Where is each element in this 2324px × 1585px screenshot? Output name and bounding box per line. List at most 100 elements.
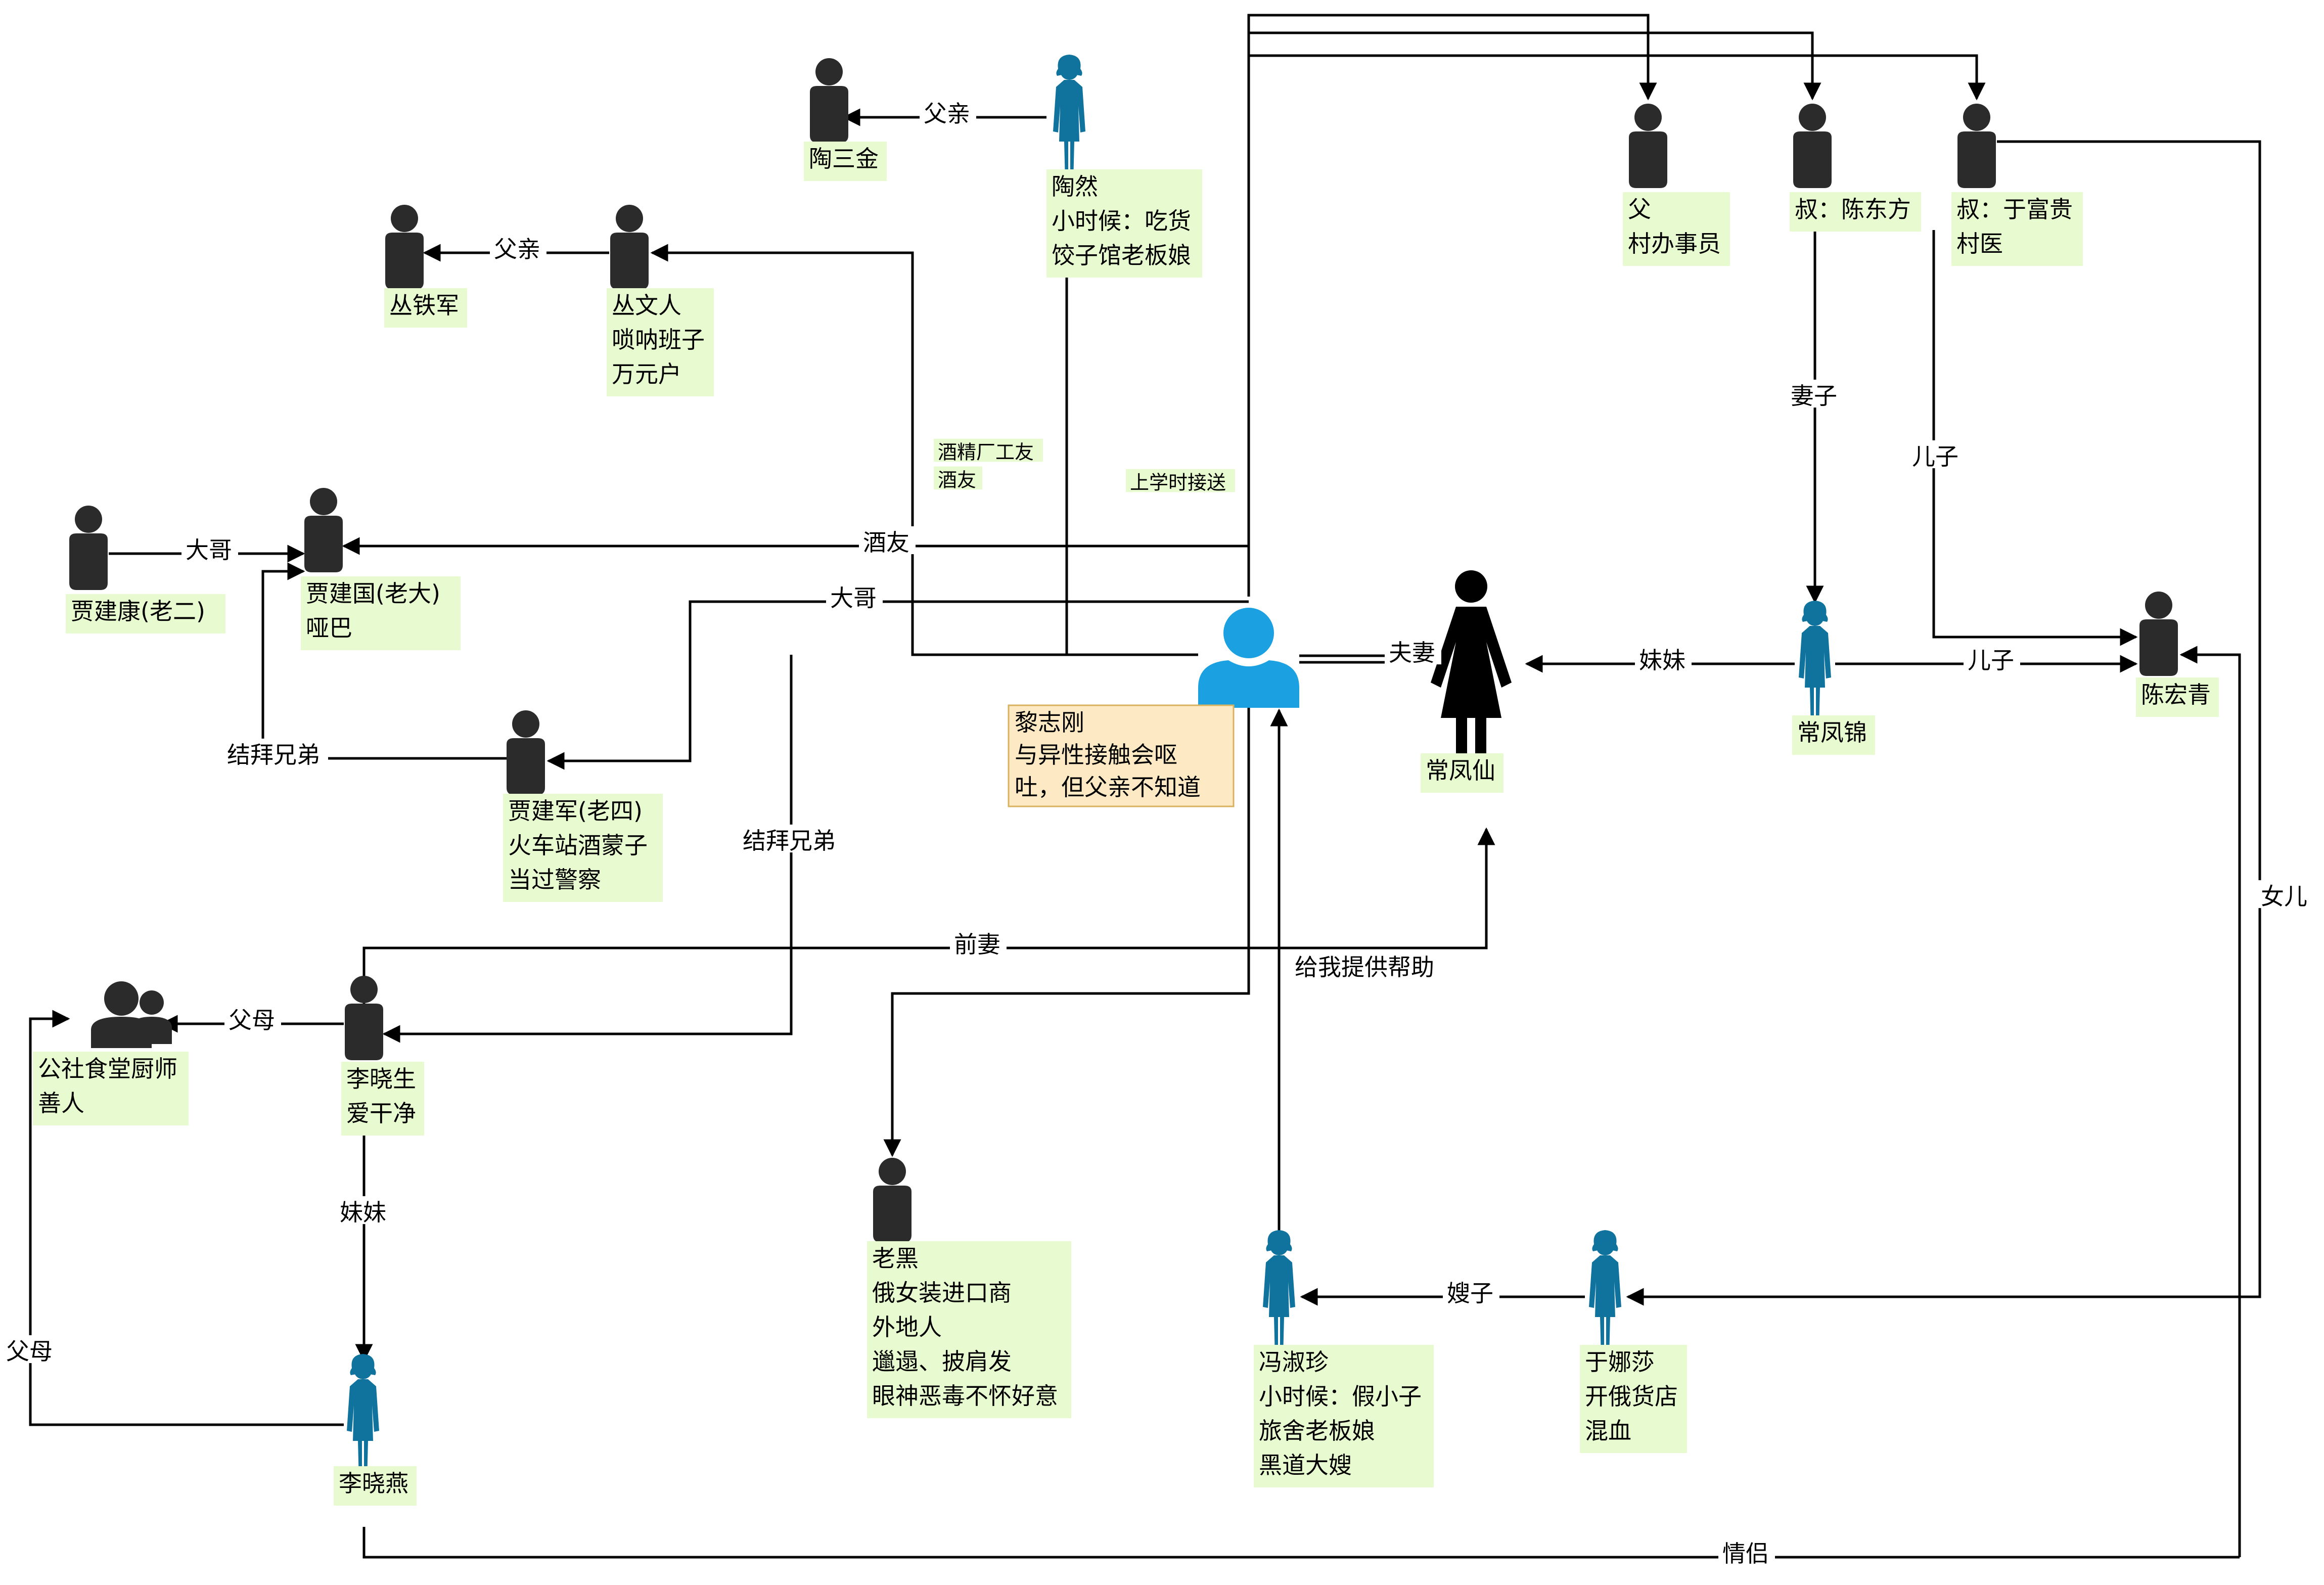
node-taosanjin[interactable]: 陶三金 bbox=[804, 58, 887, 181]
woman-icon bbox=[1053, 55, 1085, 182]
jiajianjun-caption-line: 火车站酒蒙子 bbox=[508, 832, 648, 859]
yunasha-caption-line: 于娜莎 bbox=[1585, 1348, 1655, 1376]
edge-label-bg bbox=[934, 466, 982, 490]
congtiejun-caption: 丛铁军 bbox=[384, 288, 467, 328]
lixiaoyan-caption: 李晓燕 bbox=[334, 1466, 417, 1506]
node-chenhongqing[interactable]: 陈宏青 bbox=[2136, 592, 2219, 717]
edge-label-text: 儿子 bbox=[1912, 443, 1958, 470]
lixiaosheng-caption-bg bbox=[341, 1062, 424, 1136]
congtiejun-caption-bg bbox=[384, 288, 467, 328]
edge-connector bbox=[362, 1527, 2240, 1559]
laohei-caption-line: 眼神恶毒不怀好意 bbox=[872, 1382, 1058, 1410]
fengshuzhen-caption-bg bbox=[1254, 1345, 1434, 1487]
chenhongqing-caption: 陈宏青 bbox=[2136, 677, 2219, 717]
changfengjin-caption-bg bbox=[1792, 715, 1875, 755]
edge-label: 给我提供帮助 bbox=[1291, 950, 1444, 981]
edge-label-text: 妹妹 bbox=[1639, 647, 1685, 674]
node-jiajiankang[interactable]: 贾建康(老二) bbox=[66, 506, 225, 633]
edge-label: 上学时接送 bbox=[1126, 469, 1235, 494]
node-jiajianguo[interactable]: 贾建国(老大)哑巴 bbox=[301, 488, 461, 650]
laohei-caption-line: 外地人 bbox=[872, 1314, 942, 1341]
woman-icon bbox=[347, 1354, 379, 1481]
chenhongqing-caption-line: 陈宏青 bbox=[2141, 681, 2211, 708]
edge-label-text: 父亲 bbox=[924, 100, 970, 127]
node-congtiejun[interactable]: 丛铁军 bbox=[384, 205, 467, 328]
edge-label-bg bbox=[223, 738, 328, 767]
edge-label-bg bbox=[224, 1004, 281, 1032]
gongshe-caption-line: 善人 bbox=[38, 1090, 84, 1117]
jiajianguo-caption-bg bbox=[301, 576, 461, 650]
edge-labels: 父亲父亲大哥结拜兄弟酒友大哥酒精厂工友酒友上学时接送夫妻妹妹儿子妻子儿子女儿前妻… bbox=[2, 97, 2313, 1567]
edge-label-bg bbox=[181, 533, 238, 562]
edge-label: 酒精厂工友 bbox=[934, 438, 1043, 464]
woman-icon bbox=[1799, 601, 1831, 728]
node-changfengxian[interactable]: 常凤仙 bbox=[1421, 570, 1512, 793]
jiajianjun-caption-bg bbox=[503, 794, 663, 902]
edge-label-text: 大哥 bbox=[186, 536, 232, 564]
person-icon bbox=[69, 506, 108, 590]
edge-label-bg bbox=[826, 581, 883, 610]
person-icon bbox=[810, 58, 848, 143]
edge-label: 儿子 bbox=[1908, 440, 1965, 470]
edge-label-bg bbox=[490, 233, 546, 261]
edge-label-bg bbox=[950, 928, 1007, 957]
edge-label-text: 嫂子 bbox=[1447, 1280, 1493, 1307]
node-changfengjin[interactable]: 常凤锦 bbox=[1792, 601, 1875, 755]
gongshe-caption-line: 公社食堂厨师 bbox=[38, 1055, 177, 1082]
edge-label-bg bbox=[934, 438, 1043, 462]
edge-label-bg bbox=[739, 824, 844, 853]
edge-label-bg bbox=[1385, 636, 1441, 665]
node-lixiaoyan[interactable]: 李晓燕 bbox=[334, 1354, 417, 1506]
jiajianguo-caption: 贾建国(老大)哑巴 bbox=[301, 576, 461, 650]
chendongfang-caption: 叔：陈东方 bbox=[1790, 192, 1921, 232]
woman-icon bbox=[1589, 1230, 1621, 1357]
edge-label-text: 女儿 bbox=[2261, 883, 2307, 910]
fengshuzhen-caption-line: 旅舍老板娘 bbox=[1259, 1417, 1375, 1444]
edge-label: 酒友 bbox=[859, 526, 916, 556]
edge-label: 妻子 bbox=[1787, 379, 1843, 410]
edge-label-text: 父母 bbox=[6, 1338, 53, 1365]
edge-label: 结拜兄弟 bbox=[223, 738, 328, 768]
node-chendongfang[interactable]: 叔：陈东方 bbox=[1790, 104, 1921, 232]
congwenren-caption-bg bbox=[607, 288, 714, 396]
taoran-caption-bg bbox=[1046, 169, 1202, 278]
edge-label-bg bbox=[2, 1335, 59, 1364]
taoran-caption-line: 小时候：吃货 bbox=[1052, 207, 1191, 235]
edge-label: 父亲 bbox=[490, 233, 546, 263]
person-icon bbox=[1629, 104, 1667, 188]
edge-connector bbox=[650, 244, 1198, 656]
edge-connector bbox=[382, 655, 793, 1043]
lixiaosheng-caption-line: 李晓生 bbox=[346, 1065, 416, 1093]
person-icon bbox=[507, 710, 545, 795]
jiajiankang-caption: 贾建康(老二) bbox=[66, 594, 225, 633]
yunasha-caption-line: 开俄货店 bbox=[1585, 1383, 1678, 1410]
jiajianjun-caption-line: 当过警察 bbox=[508, 866, 601, 893]
edge-connector bbox=[261, 562, 508, 760]
taoran-caption-line: 饺子馆老板娘 bbox=[1052, 242, 1191, 269]
changfengjin-caption: 常凤锦 bbox=[1792, 715, 1875, 755]
person-icon bbox=[2139, 592, 2178, 676]
taosanjin-caption-bg bbox=[804, 142, 887, 181]
lizhigang-note bbox=[1008, 704, 1235, 807]
taosanjin-caption: 陶三金 bbox=[804, 142, 887, 181]
edge-label-bg bbox=[920, 97, 976, 126]
fengshuzhen-caption-line: 小时候：假小子 bbox=[1259, 1383, 1422, 1410]
jiajianguo-caption-line: 贾建国(老大) bbox=[306, 580, 440, 607]
edge-label: 酒友 bbox=[934, 466, 982, 491]
lizhigang-note-line: 吐，但父亲不知道 bbox=[1015, 774, 1201, 801]
edge-connector bbox=[1247, 14, 1657, 597]
edge-label: 前妻 bbox=[950, 928, 1007, 958]
